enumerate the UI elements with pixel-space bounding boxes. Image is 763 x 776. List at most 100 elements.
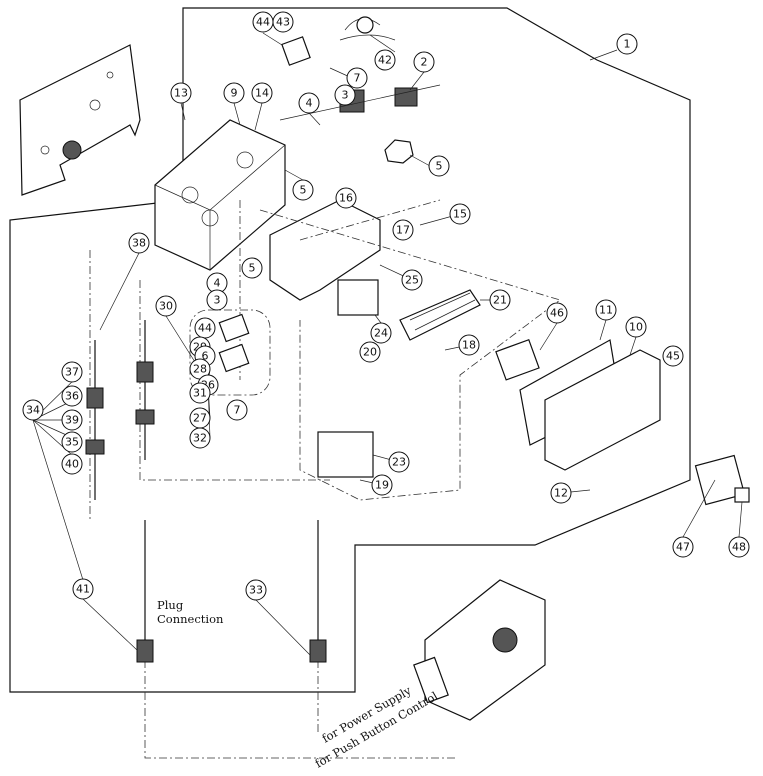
plate-hole [106,71,114,79]
callout-circle [346,67,368,89]
callout-number: 13 [174,87,188,100]
part-callout: 33 [245,579,267,601]
enclosure-port [201,209,219,227]
callout-number: 32 [193,432,207,445]
callout-number: 45 [666,350,680,363]
enclosure-port [492,627,518,653]
lower-enclosure [424,579,546,721]
callout-number: 31 [193,387,207,400]
part-callout: 43 [272,11,294,33]
callout-circle [61,385,83,407]
assembly-boundary [9,7,691,693]
small-label [734,487,750,503]
callout-circle [251,82,273,104]
part-callout: 14 [251,82,273,104]
callout-circle [223,82,245,104]
gasket [218,313,250,343]
plate-hole [89,99,101,111]
callout-number: 30 [159,300,173,313]
part-callout: 18 [458,334,480,356]
cable [279,84,441,121]
callout-number: 2 [421,56,428,69]
callout-number: 44 [198,322,212,335]
callout-circle [272,11,294,33]
mounting-plate [19,44,141,196]
part-callout: 24 [370,322,392,344]
part-callout: 10 [625,316,647,338]
gland [86,387,104,409]
callout-circle [22,399,44,421]
connector [356,16,374,34]
gasket-plate [281,36,311,66]
callout-number: 25 [405,274,419,287]
enclosure-box [154,119,286,271]
callout-number: 47 [676,541,690,554]
callout-circle [61,409,83,431]
part-callout: 16 [335,187,357,209]
part-callout: 15 [449,203,471,225]
callout-circle [413,51,435,73]
nut [135,409,155,425]
part-callout: 40 [61,453,83,475]
callout-number: 19 [375,479,389,492]
part-callout: 35 [61,431,83,453]
cover-plate [218,343,250,373]
callout-circle [72,578,94,600]
callout-circle [189,382,211,404]
callout-number: 7 [234,404,241,417]
callout-circle [170,82,192,104]
part-callout: 5 [292,179,314,201]
callout-circle [546,302,568,324]
callout-circle [728,536,750,558]
callout-number: 42 [378,54,392,67]
part-callout: 21 [489,289,511,311]
callout-circle [334,84,356,106]
part-callout: 44 [252,11,274,33]
callout-number: 44 [256,16,270,29]
callout-number: 1 [624,38,631,51]
lock-nut [384,139,414,164]
plug [309,639,327,663]
part-callout: 38 [128,232,150,254]
label-plate [495,338,540,381]
callout-circle [128,232,150,254]
callout-number: 6 [202,350,209,363]
callout-number: 27 [193,412,207,425]
callout-number: 21 [493,294,507,307]
part-callout: 3 [206,289,228,311]
callout-circle [298,92,320,114]
callout-circle [245,579,267,601]
part-callout: 27 [189,407,211,429]
part-callout: 4 [298,92,320,114]
callout-number: 24 [374,327,388,340]
callout-circle [672,536,694,558]
callout-number: 17 [396,224,410,237]
callout-number: 41 [76,583,90,596]
plug-connection-label-2: Connection [157,612,224,626]
part-callout: 5 [241,257,263,279]
terminal-block [399,289,481,341]
callout-circle [61,361,83,383]
callout-circle [662,345,684,367]
part-callout: 12 [550,482,572,504]
part-callout: 17 [392,219,414,241]
part-callout: 7 [226,399,248,421]
part-callout: 19 [371,474,393,496]
callout-circle [61,431,83,453]
part-callout: 41 [72,578,94,600]
callout-number: 35 [65,436,79,449]
plate-hole [62,140,82,160]
part-callout: 36 [61,385,83,407]
part-callout: 45 [662,345,684,367]
part-callout: 39 [61,409,83,431]
nut [85,439,105,455]
callout-number: 12 [554,487,568,500]
callout-number: 5 [300,184,307,197]
callout-circle [401,269,423,291]
callout-number: 16 [339,192,353,205]
callout-number: 14 [255,87,269,100]
callout-number: 3 [342,89,349,102]
part-callout: 30 [155,295,177,317]
